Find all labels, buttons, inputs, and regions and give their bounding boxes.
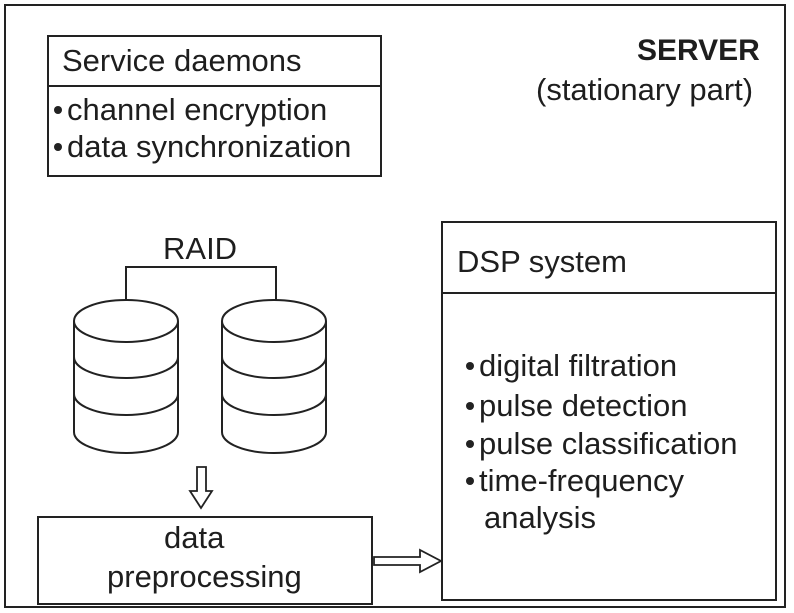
dsp-item-label: digital filtration xyxy=(479,348,678,383)
dsp-item-continuation: analysis xyxy=(484,500,596,535)
bullet-icon xyxy=(54,105,62,114)
service-daemons-box xyxy=(47,35,382,177)
dsp-divider xyxy=(441,292,777,294)
disk-stack-right-icon xyxy=(221,299,327,454)
preprocessing-line2: preprocessing xyxy=(107,559,302,594)
service-daemons-title: Service daemons xyxy=(62,43,302,78)
down-arrow-icon xyxy=(188,466,214,510)
raid-label: RAID xyxy=(163,231,238,266)
dsp-box xyxy=(441,221,777,601)
bullet-icon xyxy=(54,142,62,151)
dsp-title: DSP system xyxy=(457,244,627,279)
server-subtitle: (stationary part) xyxy=(536,72,754,107)
service-daemons-item-label: channel encryption xyxy=(67,92,328,127)
dsp-item-label: pulse detection xyxy=(479,388,688,423)
service-daemons-divider xyxy=(47,85,382,87)
server-frame xyxy=(4,4,786,608)
dsp-item: pulse classification xyxy=(466,427,737,461)
dsp-item-label: pulse classification xyxy=(479,426,738,461)
disk-stack-left-icon xyxy=(73,299,179,454)
bullet-icon xyxy=(466,476,474,485)
service-daemons-item: data synchronization xyxy=(54,130,351,164)
dsp-item: digital filtration xyxy=(466,349,677,383)
service-daemons-item: channel encryption xyxy=(54,93,327,127)
dsp-item-label: time-frequency xyxy=(479,463,685,498)
bullet-icon xyxy=(466,439,474,448)
dsp-item: pulse detection xyxy=(466,389,688,423)
server-title: SERVER xyxy=(637,34,760,67)
dsp-item: time-frequency xyxy=(466,464,684,498)
bullet-icon xyxy=(466,401,474,410)
preprocessing-line1: data xyxy=(164,520,225,555)
raid-connector xyxy=(125,266,277,300)
right-arrow-icon xyxy=(373,548,443,574)
bullet-icon xyxy=(466,361,474,370)
preprocessing-box xyxy=(37,516,373,605)
service-daemons-item-label: data synchronization xyxy=(67,129,352,164)
